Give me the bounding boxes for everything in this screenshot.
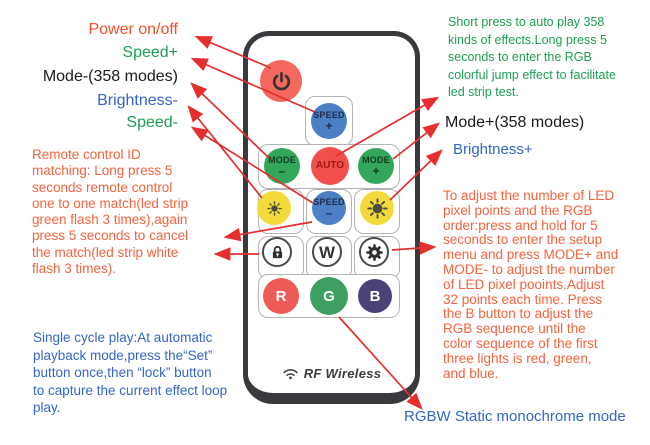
mode-plus-button-word: MODE [362, 154, 390, 165]
speed-plus-button-sign: + [325, 118, 333, 133]
mode-plus-button-sign: + [372, 163, 380, 178]
mode-minus-button[interactable]: MODE – [264, 148, 300, 184]
label-speed-plus: Speed+ [122, 44, 178, 61]
power-button[interactable] [260, 60, 302, 102]
b-button[interactable]: B [358, 279, 392, 313]
sun-large-icon [366, 197, 388, 219]
label-speed-minus: Speed- [126, 114, 178, 131]
white-button[interactable]: W [312, 237, 342, 267]
lock-button[interactable] [262, 237, 292, 267]
auto-button[interactable]: AUTO [311, 147, 349, 185]
brightness-plus-button[interactable] [360, 191, 394, 225]
note-auto-play: Short press to auto play 358 kinds of ef… [448, 15, 616, 99]
r-button[interactable]: R [263, 278, 299, 314]
note-remote-id-matching: Remote control ID matching: Long press 5… [32, 147, 189, 277]
auto-button-label: AUTO [315, 160, 345, 171]
mode-minus-button-sign: – [278, 163, 286, 178]
note-setup-pixel-rgb-order: To adjust the number of LED pixel points… [443, 188, 619, 381]
g-button-label: G [323, 287, 335, 305]
speed-plus-button-word: SPEED [313, 109, 345, 120]
remote-control-body: SPEED + MODE – AUTO MODE + [243, 31, 420, 404]
white-button-label: W [318, 242, 336, 262]
set-gear-button[interactable] [359, 237, 389, 267]
label-rgbw-static-mode: RGBW Static monochrome mode [404, 408, 626, 425]
b-button-label: B [369, 287, 381, 305]
speed-plus-button[interactable]: SPEED + [311, 103, 347, 139]
brand-label: RF Wireless [303, 366, 382, 381]
power-icon [272, 71, 290, 90]
sun-small-icon [266, 200, 282, 216]
speed-minus-button-word: SPEED [313, 196, 345, 207]
g-button[interactable]: G [310, 277, 348, 315]
label-mode-minus: Mode-(358 modes) [42, 68, 178, 85]
wifi-icon [283, 369, 298, 380]
lock-icon [272, 245, 282, 258]
speed-minus-button-sign: – [325, 205, 333, 220]
note-single-cycle-play: Single cycle play:At automatic playback … [33, 330, 228, 415]
remote-top-notch [311, 31, 327, 36]
label-power-on-off: Power on/off [88, 21, 178, 38]
r-button-label: R [275, 287, 287, 305]
label-brightness-minus: Brightness- [97, 92, 178, 109]
label-brightness-plus: Brightness+ [453, 141, 533, 158]
brightness-minus-button[interactable] [257, 191, 291, 225]
brand-row: RF Wireless [248, 366, 415, 381]
speed-minus-button[interactable]: SPEED – [312, 191, 346, 225]
gear-icon [365, 243, 383, 261]
label-mode-plus: Mode+(358 modes) [445, 114, 585, 131]
mode-plus-button[interactable]: MODE + [358, 148, 394, 184]
